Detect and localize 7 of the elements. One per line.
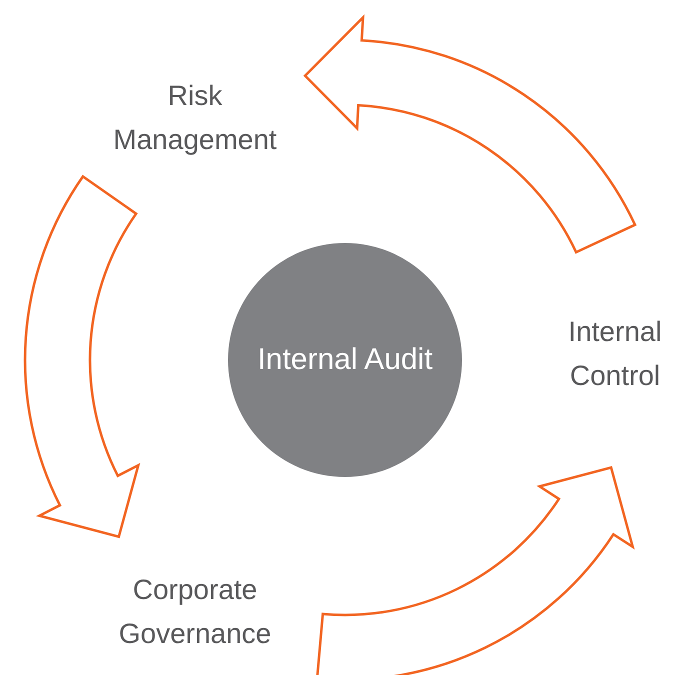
- block-arrow: [304, 16, 636, 254]
- node-label: Internal Control: [567, 315, 663, 393]
- node-label: Corporate Governance: [118, 573, 272, 651]
- block-arrow: [24, 175, 140, 538]
- node-label: Risk Management: [112, 79, 278, 157]
- block-arrow: [316, 466, 634, 675]
- node-label: Internal Audit: [257, 342, 433, 378]
